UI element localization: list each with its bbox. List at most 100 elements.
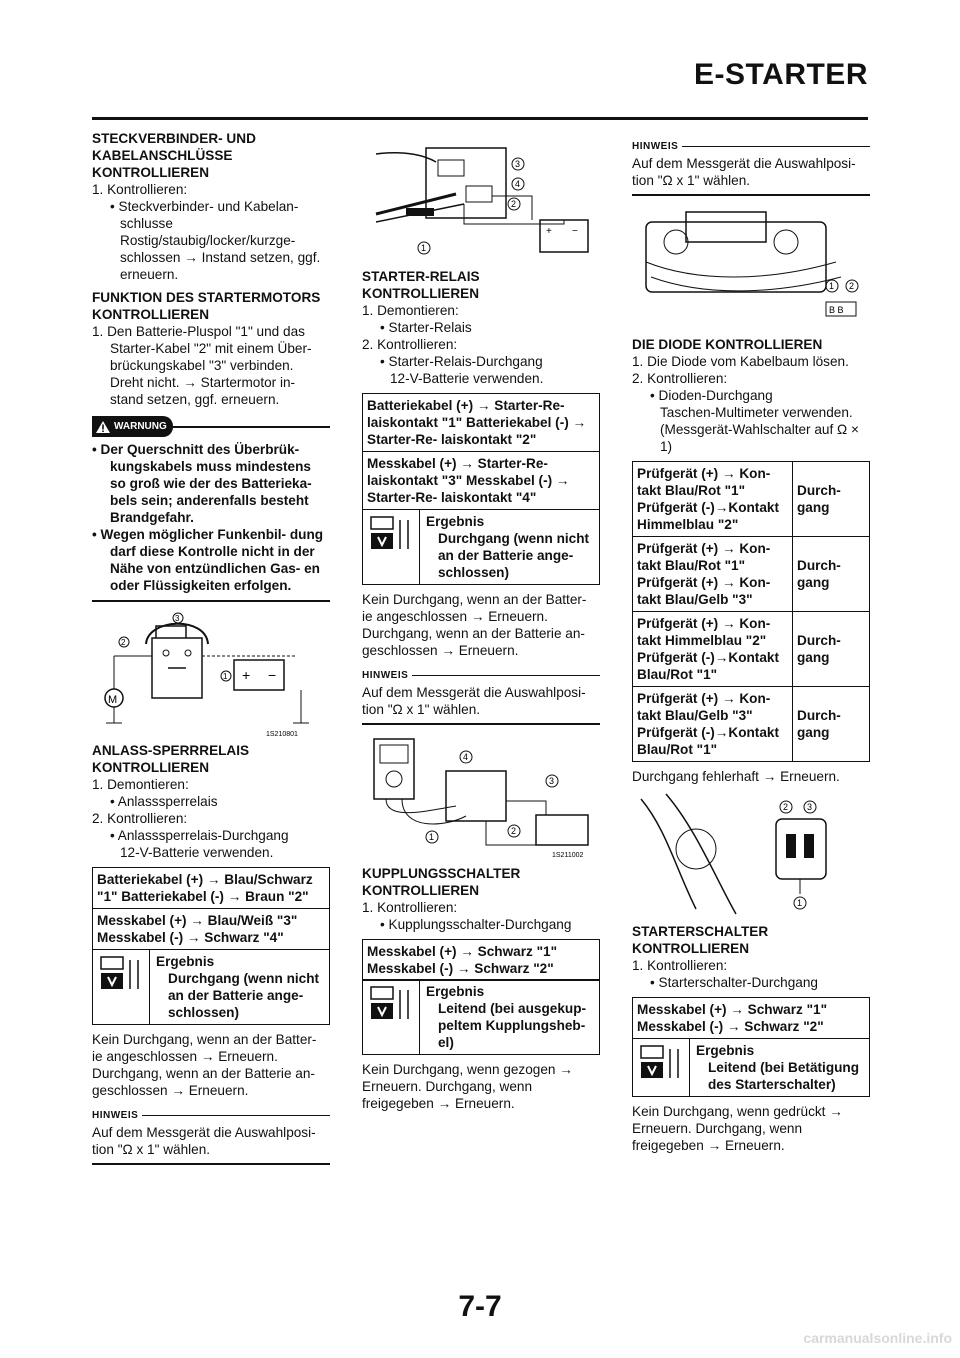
svg-text:3: 3 <box>549 776 554 786</box>
figure-code: 1S211002 <box>552 852 584 859</box>
bullet: • Dioden-Durchgang <box>650 388 773 403</box>
table-cell: Prüfgerät (+) → Kon- takt Blau/Rot "1" P… <box>633 537 793 611</box>
table-row: Prüfgerät (+) → Kon- takt Himmelblau "2"… <box>633 612 869 687</box>
result-box: Ergebnis Leitend (bei Betätigung des Sta… <box>632 1037 870 1097</box>
text: 12-V-Batterie verwenden. <box>120 845 274 860</box>
svg-text:+: + <box>242 667 250 683</box>
result-text: Leitend (bei Betätigung des Starterschal… <box>708 1059 860 1092</box>
result-heading: Ergebnis <box>696 1042 755 1058</box>
bullet: • Starterschalter-Durchgang <box>650 975 818 990</box>
bullet: • Steckverbinder- und Kabelan- schlusse <box>110 199 299 231</box>
step: 1. Die Diode vom Kabelbaum lösen. <box>632 354 849 369</box>
note-box: HINWEIS Auf dem Messgerät die Auswahlpos… <box>92 1107 330 1165</box>
step: 2. Kontrollieren: <box>632 371 728 386</box>
text: Kein Durchgang, wenn gezogen → Erneuern.… <box>362 1062 573 1111</box>
text: Durchgang fehlerhaft → Erneuern. <box>632 769 840 784</box>
diode-table: Prüfgerät (+) → Kon- takt Blau/Rot "1" P… <box>632 461 870 762</box>
warning-box: WARNUNG • Der Querschnitt des Überbrük- … <box>92 416 330 602</box>
step: 1. Kontrollieren: <box>632 958 728 973</box>
text: Kein Durchgang, wenn an der Batter- ie a… <box>92 1031 317 1098</box>
column-3: HINWEIS Auf dem Messgerät die Auswahlpos… <box>632 130 870 1154</box>
text: Kein Durchgang, wenn an der Batter- ie a… <box>362 591 587 658</box>
table-cell: Prüfgerät (+) → Kon- takt Himmelblau "2"… <box>633 612 793 686</box>
table-cell: Durch- gang <box>797 483 841 515</box>
note-label: HINWEIS <box>92 1109 139 1121</box>
svg-text:2: 2 <box>849 281 854 291</box>
result-text: Durchgang (wenn nicht an der Batterie an… <box>168 970 320 1020</box>
bullet: • Anlasssperrelais <box>110 794 218 809</box>
starter-switch-diagram: 2 3 1 <box>640 793 827 915</box>
step: 2. Kontrollieren: <box>92 811 188 826</box>
table-row: Prüfgerät (+) → Kon- takt Blau/Gelb "3" … <box>633 687 869 761</box>
section-title: STECKVERBINDER- UND KABELANSCHLÜSSE KONT… <box>92 131 256 180</box>
spec-box: Batteriekabel (+) → Blau/Schwarz "1" Bat… <box>92 867 330 950</box>
note-text: Auf dem Messgerät die Auswahlposi- tion … <box>632 155 870 196</box>
spec-row: Batteriekabel (+) → Blau/Schwarz "1" Bat… <box>93 868 329 909</box>
svg-text:2: 2 <box>783 802 788 812</box>
spec-box: Batteriekabel (+) → Starter-Re- laiskont… <box>362 393 600 510</box>
section-title: STARTER-RELAIS KONTROLLIEREN <box>362 269 480 301</box>
section-title: KUPPLUNGSSCHALTER KONTROLLIEREN <box>362 865 521 898</box>
svg-text:−: − <box>572 226 578 237</box>
spec-box: Messkabel (+) → Schwarz "1" Messkabel (-… <box>632 997 870 1039</box>
text: Kein Durchgang, wenn gedrückt → Erneuern… <box>632 1103 843 1153</box>
svg-text:−: − <box>268 667 276 683</box>
page-number: 7-7 <box>458 1290 502 1323</box>
step: 1. Demontieren: <box>92 777 189 792</box>
bullet: • Anlasssperrelais-Durchgang <box>110 828 289 843</box>
section-title: STARTERSCHALTER KONTROLLIEREN <box>632 924 769 956</box>
relay-meter-diagram: 4 3 2 1 1S211002 <box>373 737 589 859</box>
watermark: carmanualsonline.info <box>803 1330 952 1346</box>
text: Taschen-Multimeter verwenden. (Messgerät… <box>660 405 859 454</box>
svg-text:3: 3 <box>807 802 812 812</box>
spec-row: Messkabel (+) → Schwarz "1" Messkabel (-… <box>637 1002 828 1034</box>
warning-triangle-icon <box>96 420 110 433</box>
section-title: ANLASS-SPERRRELAIS KONTROLLIEREN <box>92 743 250 775</box>
spec-row: Messkabel (+) → Blau/Weiß "3" Messkabel … <box>97 913 298 945</box>
svg-text:1: 1 <box>429 832 434 842</box>
warning-text: • Wegen möglicher Funkenbil- dung darf d… <box>92 527 324 593</box>
text: Rostig/staubig/locker/kurzge- schlossen … <box>120 233 321 282</box>
svg-text:3: 3 <box>515 159 520 169</box>
step: 2. Kontrollieren: <box>362 337 458 352</box>
table-cell: Prüfgerät (+) → Kon- takt Blau/Rot "1" P… <box>633 462 793 536</box>
svg-text:3: 3 <box>175 614 180 623</box>
step: 1. Demontieren: <box>362 303 459 318</box>
note-label: HINWEIS <box>632 141 679 152</box>
bullet: • Starter-Relais-Durchgang <box>380 354 543 369</box>
note-text: Auf dem Messgerät die Auswahlposi- tion … <box>92 1124 330 1165</box>
svg-text:1: 1 <box>797 898 802 908</box>
starter-motor-diagram: + − M 3 2 1 1S210801 <box>104 612 309 738</box>
result-heading: Ergebnis <box>156 953 215 969</box>
note-text: Auf dem Messgerät die Auswahlposi- tion … <box>362 684 600 725</box>
page-title: E-STARTER <box>694 58 868 91</box>
table-cell: Prüfgerät (+) → Kon- takt Blau/Gelb "3" … <box>633 687 793 761</box>
section-title: DIE DIODE KONTROLLIEREN <box>632 337 823 352</box>
step: 1. Kontrollieren: <box>92 182 188 197</box>
multimeter-icon <box>370 986 409 1019</box>
figure-code: 1S210801 <box>266 731 298 738</box>
multimeter-icon <box>370 515 409 549</box>
column-1: STECKVERBINDER- UND KABELANSCHLÜSSE KONT… <box>92 130 330 1171</box>
result-text: Durchgang (wenn nicht an der Batterie an… <box>438 530 590 580</box>
diode-location-diagram: B B 1 2 <box>645 211 859 317</box>
bullet: • Starter-Relais <box>380 320 472 335</box>
warning-label: WARNUNG <box>114 421 167 432</box>
note-label: HINWEIS <box>362 669 409 681</box>
bullet: • Kupplungsschalter-Durchgang <box>380 916 572 932</box>
table-row: Prüfgerät (+) → Kon- takt Blau/Rot "1" P… <box>633 537 869 612</box>
warning-badge: WARNUNG <box>92 416 173 437</box>
spec-box: Messkabel (+) → Schwarz "1" Messkabel (-… <box>362 938 600 981</box>
result-heading: Ergebnis <box>426 513 485 529</box>
spec-row: Batteriekabel (+) → Starter-Re- laiskont… <box>363 394 599 452</box>
table-cell: Durch- gang <box>797 708 841 740</box>
table-cell: Durch- gang <box>797 558 841 590</box>
result-heading: Ergebnis <box>426 984 485 999</box>
result-box: Ergebnis Leitend (bei ausgekup- peltem K… <box>362 979 600 1055</box>
svg-text:2: 2 <box>511 826 516 836</box>
column-2: + − 3 4 2 1 STARTER-RELAIS KONTROLLIEREN… <box>362 130 600 1112</box>
multimeter-icon <box>640 1044 679 1078</box>
diode-connector-label: B B <box>829 305 844 315</box>
step: 1. Kontrollieren: <box>362 899 458 915</box>
starter-relay-diagram: + − 3 4 2 1 <box>375 147 589 255</box>
